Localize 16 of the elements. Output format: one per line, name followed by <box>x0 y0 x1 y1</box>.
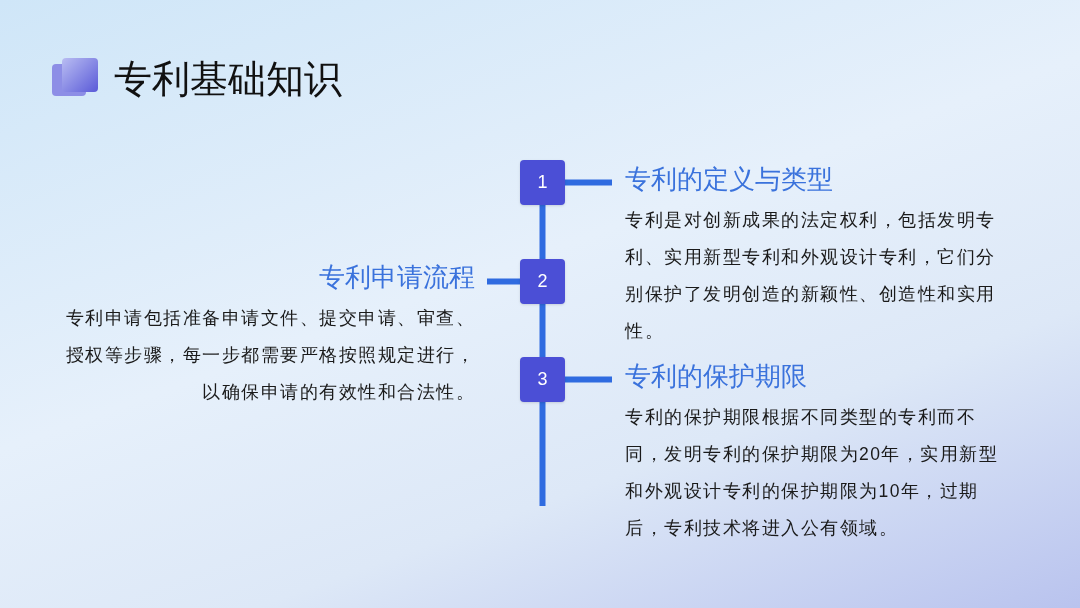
connector-line <box>565 179 612 186</box>
step-number-box: 3 <box>520 357 565 402</box>
step-heading: 专利的保护期限 <box>625 360 808 393</box>
connector-line <box>487 278 520 285</box>
step-number-box: 2 <box>520 259 565 304</box>
connector-line <box>565 376 612 383</box>
step-heading: 专利的定义与类型 <box>625 163 834 196</box>
connector-line <box>539 205 546 259</box>
step-description: 专利是对创新成果的法定权利，包括发明专利、实用新型专利和外观设计专利，它们分别保护了发明创造的新颖性、创造性和实用性。 <box>625 209 997 343</box>
connector-line <box>539 402 546 506</box>
step-heading: 专利申请流程 <box>318 261 475 294</box>
step-description: 专利申请包括准备申请文件、提交申请、审查、授权等步骤，每一步都需要严格按照规定进行，以确保申请的有效性和合法性。 <box>64 307 475 404</box>
step-description: 专利的保护期限根据不同类型的专利而不同，发明专利的保护期限为20年，实用新型和外观设计专利的保护期限为10年，过期后，专利技术将进入公有领域。 <box>625 406 1000 540</box>
connector-line <box>539 304 546 357</box>
step-number-box: 1 <box>520 160 565 205</box>
title: 专利基础知识 <box>114 57 342 102</box>
